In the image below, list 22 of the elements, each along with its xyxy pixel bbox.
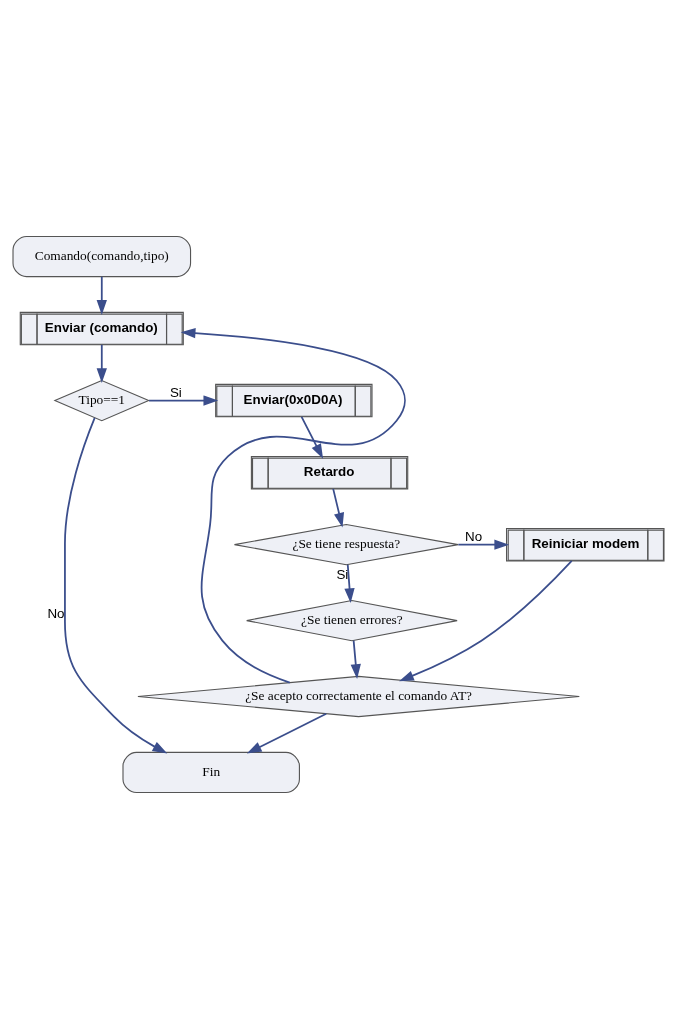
arrow bbox=[96, 275, 107, 315]
arrow bbox=[180, 327, 406, 684]
node-diamond: ¿Se tiene respuesta? bbox=[233, 524, 459, 566]
edge-label: No bbox=[47, 605, 65, 621]
edge-label: Si bbox=[336, 566, 349, 582]
edge-label: No bbox=[465, 528, 483, 544]
node-box: Comando(comando,tipo) bbox=[12, 235, 192, 278]
arrow bbox=[399, 560, 573, 682]
node-diamond: ¿Se acepto correctamente el comando AT? bbox=[137, 675, 580, 718]
edge-label: Si bbox=[169, 384, 182, 400]
arrow bbox=[148, 395, 219, 406]
arrow bbox=[96, 343, 107, 384]
arrow bbox=[300, 415, 324, 459]
arrow bbox=[64, 417, 168, 754]
arrow bbox=[350, 639, 361, 679]
node-diamond: Tipo==1 bbox=[53, 379, 151, 422]
arrow bbox=[332, 488, 345, 528]
arrow bbox=[457, 539, 510, 550]
arrow bbox=[246, 712, 328, 754]
node-diamond: ¿Se tienen errores? bbox=[246, 599, 458, 642]
node-box: Fin bbox=[122, 751, 300, 794]
arrow bbox=[344, 563, 355, 603]
